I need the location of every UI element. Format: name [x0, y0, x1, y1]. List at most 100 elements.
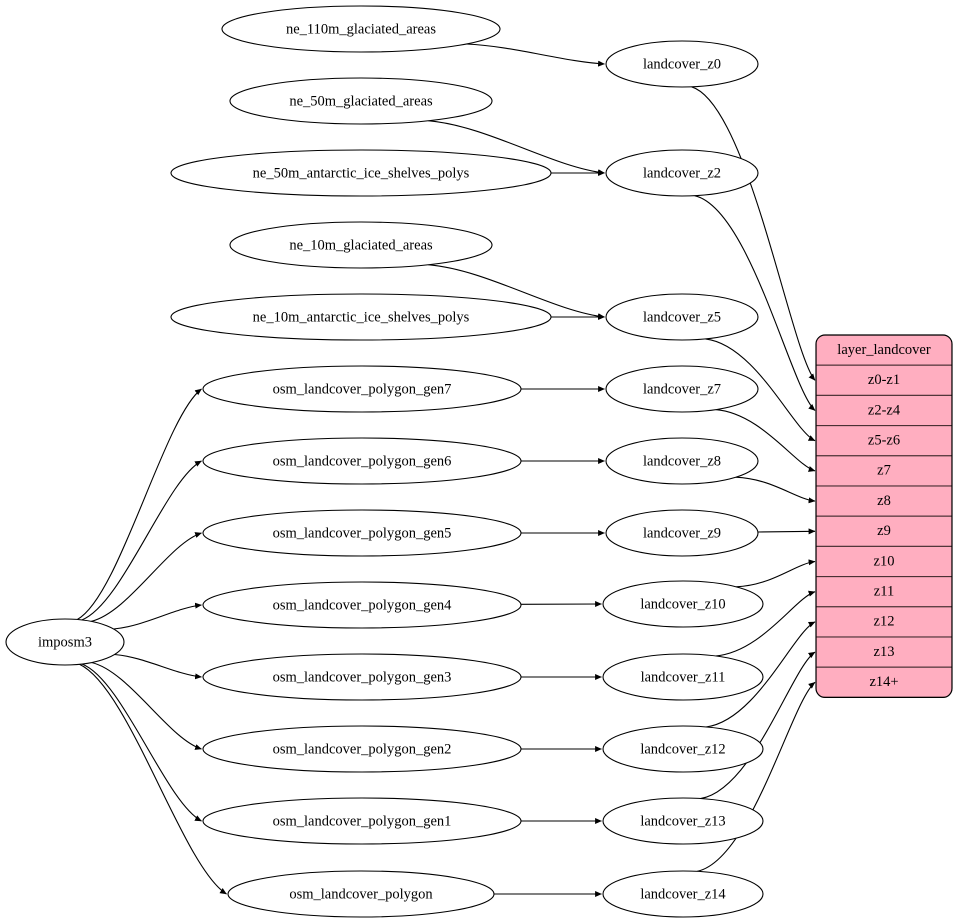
- edge-landcover_z13-to-row-z13: [700, 651, 816, 800]
- node-osm_landcover_polygon_gen3[interactable]: osm_landcover_polygon_gen3: [202, 653, 522, 701]
- node-landcover_z7[interactable]: landcover_z7: [605, 365, 759, 413]
- node-label: osm_landcover_polygon_gen3: [273, 669, 452, 685]
- edge-ne_50m_glaciated_areas-to-landcover_z2: [428, 120, 605, 176]
- osm-table-node-ellipse: [202, 365, 522, 413]
- layer-table-row-z14+[interactable]: [816, 666, 952, 698]
- node-osm_landcover_polygon_gen6[interactable]: osm_landcover_polygon_gen6: [202, 437, 522, 485]
- edge-landcover_z10-to-row-z10: [736, 559, 816, 588]
- edge-imposm3-to-osm_landcover_polygon_gen7: [77, 388, 202, 620]
- node-label: osm_landcover_polygon: [289, 886, 433, 902]
- edge-imposm3-to-osm_landcover_polygon_gen2: [91, 661, 202, 750]
- node-osm_landcover_polygon_gen2[interactable]: osm_landcover_polygon_gen2: [202, 725, 522, 773]
- landcover-node-ellipse: [602, 580, 764, 628]
- node-landcover_z11[interactable]: landcover_z11: [602, 653, 764, 701]
- landcover-node-ellipse: [605, 365, 759, 413]
- landcover-node-ellipse: [605, 293, 759, 341]
- node-landcover_z9[interactable]: landcover_z9: [605, 509, 759, 557]
- layer-table-header[interactable]: [816, 335, 952, 366]
- osm-table-node-ellipse: [202, 653, 522, 701]
- natural-earth-node-ellipse: [229, 221, 493, 269]
- node-landcover_z12[interactable]: landcover_z12: [602, 725, 764, 773]
- layer-table-row-label: z12: [874, 614, 895, 630]
- layer-table-row-label: z14+: [869, 674, 898, 690]
- edge-imposm3-to-osm_landcover_polygon_gen6: [81, 460, 202, 621]
- node-label: landcover_z8: [643, 453, 721, 469]
- layer-table-row-label: z11: [874, 584, 894, 600]
- node-label: landcover_z2: [643, 165, 721, 181]
- layer-table-row-z13[interactable]: [816, 636, 952, 668]
- edge-landcover_z2-to-row-z2-z4: [694, 195, 816, 411]
- edge-imposm3-to-osm_landcover_polygon_gen5: [90, 532, 202, 622]
- natural-earth-node-ellipse: [229, 77, 493, 125]
- node-label: landcover_z14: [640, 886, 726, 902]
- node-label: ne_110m_glaciated_areas: [286, 21, 436, 37]
- layer-table-row-label: z7: [877, 463, 891, 479]
- layer-table-row-z2-z4[interactable]: [816, 394, 952, 427]
- edge-landcover_z9-to-row-z9: [757, 528, 816, 535]
- osm-table-node-ellipse: [202, 437, 522, 485]
- edge-imposm3-to-osm_landcover_polygon_gen3: [114, 653, 202, 680]
- layer-table-row-z0-z1[interactable]: [816, 364, 952, 396]
- osm-table-node-ellipse: [202, 797, 522, 845]
- node-osm_landcover_polygon_gen7[interactable]: osm_landcover_polygon_gen7: [202, 365, 522, 413]
- node-osm_landcover_polygon[interactable]: osm_landcover_polygon: [227, 870, 495, 918]
- edge-imposm3-to-osm_landcover_polygon_gen1: [81, 663, 202, 822]
- node-landcover_z14[interactable]: landcover_z14: [602, 870, 764, 918]
- node-osm_landcover_polygon_gen4[interactable]: osm_landcover_polygon_gen4: [202, 581, 522, 629]
- node-osm_landcover_polygon_gen5[interactable]: osm_landcover_polygon_gen5: [202, 509, 522, 557]
- layer-landcover-table: layer_landcoverz0-z1z2-z4z5-z6z7z8z9z10z…: [815, 334, 953, 698]
- osm-table-node-ellipse: [202, 581, 522, 629]
- node-label: osm_landcover_polygon_gen1: [273, 813, 452, 829]
- edge-landcover_z0-to-row-z0-z1: [691, 86, 816, 381]
- node-label: landcover_z7: [643, 381, 721, 397]
- node-layer: imposm3 ne_110m_glaciated_areas ne_50m_gla…: [5, 5, 764, 918]
- node-label: osm_landcover_polygon_gen4: [273, 597, 453, 613]
- layer-table-row-z10[interactable]: [816, 545, 952, 578]
- node-landcover_z10[interactable]: landcover_z10: [602, 580, 764, 628]
- node-landcover_z0[interactable]: landcover_z0: [605, 40, 759, 88]
- landcover-node-ellipse: [602, 653, 764, 701]
- edge-landcover_z5-to-row-z5-z6: [705, 338, 816, 442]
- edge-landcover_z11-to-row-z11: [715, 590, 816, 657]
- node-label: osm_landcover_polygon_gen2: [273, 741, 452, 757]
- edge-landcover_z8-to-row-z8: [735, 476, 816, 504]
- layer-table-header-label: layer_landcover: [837, 342, 931, 358]
- node-label: ne_10m_glaciated_areas: [289, 237, 433, 253]
- layer-table-row-label: z2-z4: [868, 402, 901, 418]
- edge-layer: [77, 43, 816, 898]
- node-landcover_z8[interactable]: landcover_z8: [605, 437, 759, 485]
- layer-table-row-z7[interactable]: [816, 455, 952, 487]
- natural-earth-node-ellipse: [170, 149, 552, 197]
- node-ne_50m_antarctic_ice_shelves_polys[interactable]: ne_50m_antarctic_ice_shelves_polys: [170, 149, 552, 197]
- node-ne_50m_glaciated_areas[interactable]: ne_50m_glaciated_areas: [229, 77, 493, 125]
- node-label: osm_landcover_polygon_gen5: [273, 525, 452, 541]
- layer-table-row-z11[interactable]: [816, 576, 952, 608]
- node-label: osm_landcover_polygon_gen7: [273, 381, 452, 397]
- landcover-node-ellipse: [602, 725, 764, 773]
- landcover-node-ellipse: [605, 437, 759, 485]
- layer-table-row-label: z13: [874, 644, 895, 660]
- node-label: osm_landcover_polygon_gen6: [273, 453, 452, 469]
- edge-imposm3-to-osm_landcover_polygon_gen4: [113, 602, 202, 630]
- layer-table-row-label: z0-z1: [868, 372, 900, 388]
- node-ne_10m_antarctic_ice_shelves_polys[interactable]: ne_10m_antarctic_ice_shelves_polys: [170, 293, 552, 341]
- node-osm_landcover_polygon_gen1[interactable]: osm_landcover_polygon_gen1: [202, 797, 522, 845]
- edge-imposm3-to-osm_landcover_polygon: [79, 663, 227, 895]
- osm-table-node-ellipse: [202, 509, 522, 557]
- edge-ne_110m_glaciated_areas-to-landcover_z0: [466, 43, 605, 67]
- node-label: imposm3: [38, 634, 92, 650]
- layer-table-row-z9[interactable]: [816, 515, 952, 547]
- node-label: landcover_z9: [643, 525, 721, 541]
- node-label: ne_50m_antarctic_ice_shelves_polys: [253, 165, 470, 181]
- node-landcover_z5[interactable]: landcover_z5: [605, 293, 759, 341]
- node-imposm3[interactable]: imposm3: [5, 618, 125, 666]
- node-ne_110m_glaciated_areas[interactable]: ne_110m_glaciated_areas: [221, 5, 501, 53]
- node-label: landcover_z0: [643, 56, 721, 72]
- source-node-ellipse: [5, 618, 125, 666]
- natural-earth-node-ellipse: [170, 293, 552, 341]
- node-ne_10m_glaciated_areas[interactable]: ne_10m_glaciated_areas: [229, 221, 493, 269]
- edge-landcover_z12-to-row-z12: [705, 621, 816, 728]
- node-landcover_z2[interactable]: landcover_z2: [605, 149, 759, 197]
- node-landcover_z13[interactable]: landcover_z13: [602, 797, 764, 845]
- osm-table-node-ellipse: [227, 870, 495, 918]
